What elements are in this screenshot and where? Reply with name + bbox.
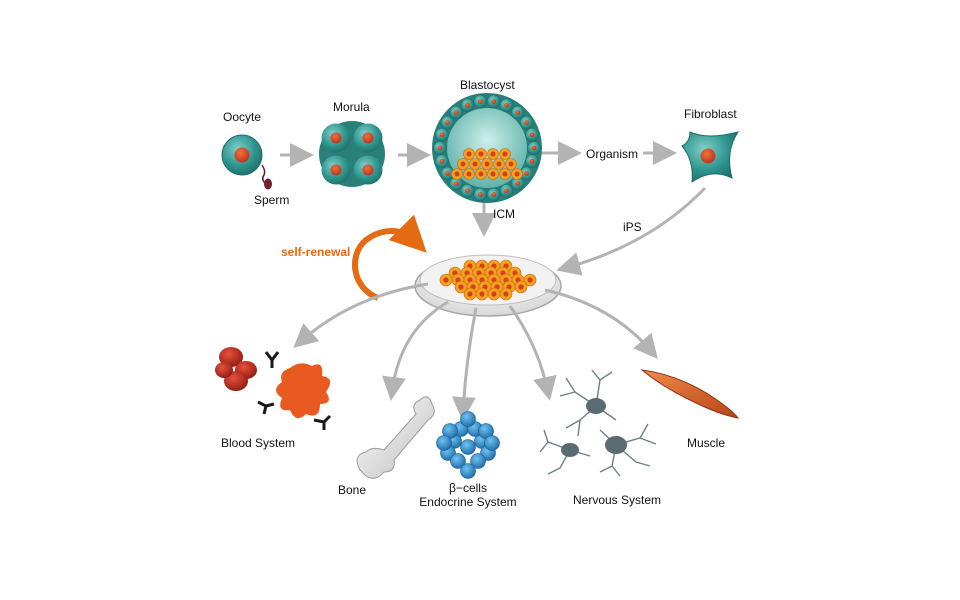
label-morula: Morula (333, 100, 370, 114)
bone-figure (356, 396, 435, 479)
label-blood-system: Blood System (221, 436, 296, 450)
petri-dish (414, 254, 562, 317)
arrow-ips-dish (556, 186, 707, 276)
label-muscle: Muscle (687, 436, 726, 450)
sperm-cell (261, 164, 272, 190)
label-endocrine-system: Endocrine System (419, 495, 517, 509)
label-nervous-system: Nervous System (573, 493, 662, 507)
nervous-system-neurons (539, 369, 657, 477)
morula-cell (319, 121, 385, 187)
label-sperm: Sperm (254, 193, 290, 207)
label-self-renewal: self-renewal (281, 245, 351, 259)
blood-system-cells (215, 347, 332, 430)
arrow-to-endocrine (451, 307, 478, 421)
blastocyst-cell (432, 93, 542, 203)
arrow-to-blood (293, 282, 429, 348)
arrow-to-muscle (544, 288, 658, 359)
label-ips: iPS (623, 220, 642, 234)
label-bone: Bone (338, 483, 367, 497)
muscle-cell (640, 369, 740, 419)
beta-cell-cluster (436, 411, 500, 479)
fibroblast-cell (681, 131, 740, 184)
label-oocyte: Oocyte (223, 110, 262, 124)
arrow-to-bone (382, 300, 449, 401)
top-arrows (280, 141, 707, 276)
label-icm: ICM (493, 207, 515, 221)
self-renewal-arrow (351, 214, 427, 301)
label-beta-cells: β−cells (449, 481, 487, 495)
label-blastocyst: Blastocyst (460, 78, 515, 92)
differentiation-arrows (293, 282, 658, 421)
oocyte-cell (221, 134, 263, 176)
arrow-to-nervous (508, 305, 557, 401)
label-fibroblast: Fibroblast (684, 107, 737, 121)
label-organism: Organism (586, 147, 639, 161)
